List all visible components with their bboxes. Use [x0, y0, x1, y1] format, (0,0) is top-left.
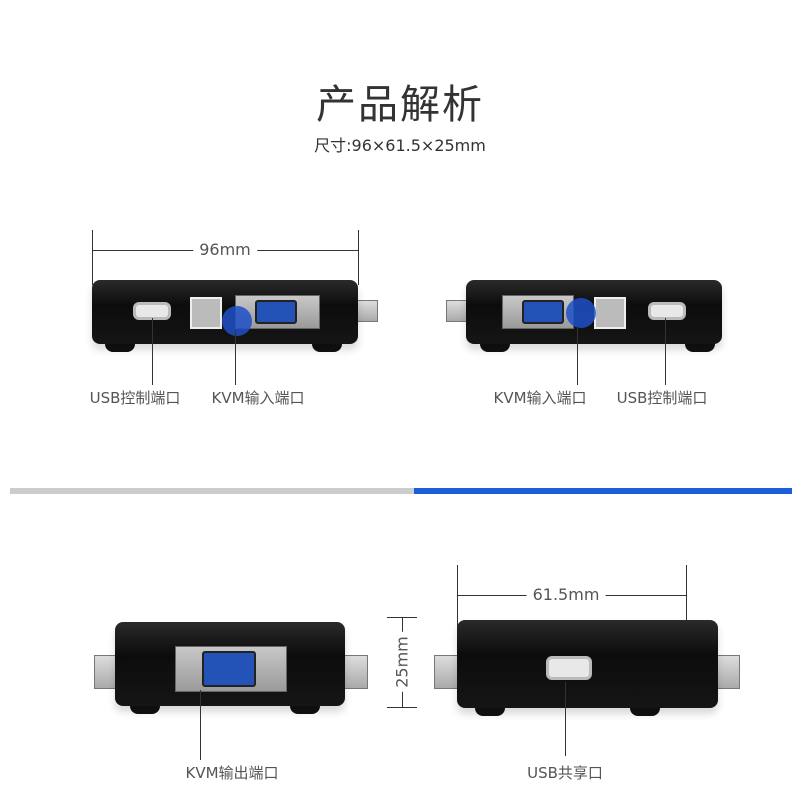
- height-dimension: 25mm: [392, 632, 412, 692]
- port-label: USB控制端口: [89, 389, 181, 407]
- size-label: 尺寸:96×61.5×25mm: [314, 136, 486, 155]
- port-label: USB控制端口: [616, 389, 708, 407]
- port-label: KVM输入端口: [493, 389, 587, 407]
- port-label: KVM输出端口: [185, 764, 279, 782]
- usb-a-port: [546, 656, 592, 680]
- width-dimension: 61.5mm: [526, 585, 606, 604]
- width-dimension: 96mm: [193, 240, 257, 259]
- vga-port: [202, 651, 256, 687]
- usb-b-port: [594, 297, 626, 329]
- vga-port: [522, 300, 564, 324]
- vga-port: [255, 300, 297, 324]
- usb-a-port: [648, 302, 686, 320]
- page-title: 产品解析: [316, 82, 484, 128]
- divider-gray: [10, 488, 414, 494]
- port-label: KVM输入端口: [211, 389, 305, 407]
- port-label: USB共享口: [527, 764, 603, 782]
- usb-b-port: [190, 297, 222, 329]
- divider-blue: [414, 488, 792, 494]
